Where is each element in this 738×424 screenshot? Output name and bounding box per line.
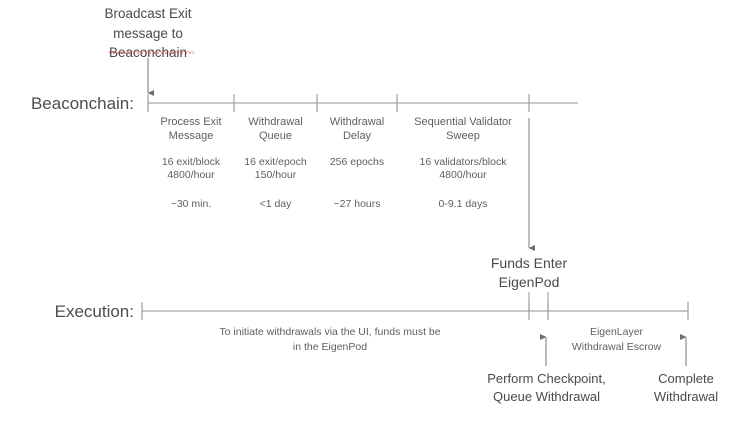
execution-axis [141, 302, 689, 320]
funds-enter-eigenpod-label: Funds Enter EigenPod [490, 255, 568, 290]
row-label-beaconchain: Beaconchain: [30, 94, 134, 113]
eigenpod-connector-stubs [528, 292, 549, 312]
beaconchain-axis [147, 94, 578, 112]
execution-ui-note: To initiate withdrawals via the UI, fund… [219, 326, 441, 354]
segment-duration-withdrawal-queue: <1 day [259, 198, 292, 210]
segment-title-sequential-validator-sweep: Sequential Validator Sweep [414, 116, 512, 142]
segment-rate-process-exit-message: 16 exit/block 4800/hour [161, 156, 221, 182]
segment-rate-withdrawal-delay: 256 epochs [329, 156, 385, 168]
perform-checkpoint-label: Perform Checkpoint, Queue Withdrawal [487, 371, 606, 404]
segment-rate-withdrawal-queue: 16 exit/epoch 150/hour [244, 156, 307, 182]
segment-title-process-exit-message: Process Exit Message [160, 116, 222, 142]
complete-withdrawal-label: Complete Withdrawal [653, 371, 719, 404]
segment-duration-sequential-validator-sweep: 0-9.1 days [438, 198, 488, 210]
segment-title-withdrawal-delay: Withdrawal Delay [329, 116, 385, 142]
spellcheck-squiggle-beaconchain [108, 51, 194, 54]
broadcast-exit-callout: Broadcast Exit message to Beaconchain [104, 6, 192, 60]
segment-title-withdrawal-queue: Withdrawal Queue [248, 116, 303, 142]
segment-duration-process-exit-message: ~30 min. [170, 198, 212, 210]
segment-duration-withdrawal-delay: ~27 hours [333, 198, 381, 210]
segment-rate-sequential-validator-sweep: 16 validators/block 4800/hour [419, 156, 507, 182]
eigenlayer-withdrawal-escrow-note: EigenLayer Withdrawal Escrow [571, 326, 662, 353]
row-label-execution: Execution: [54, 302, 134, 321]
